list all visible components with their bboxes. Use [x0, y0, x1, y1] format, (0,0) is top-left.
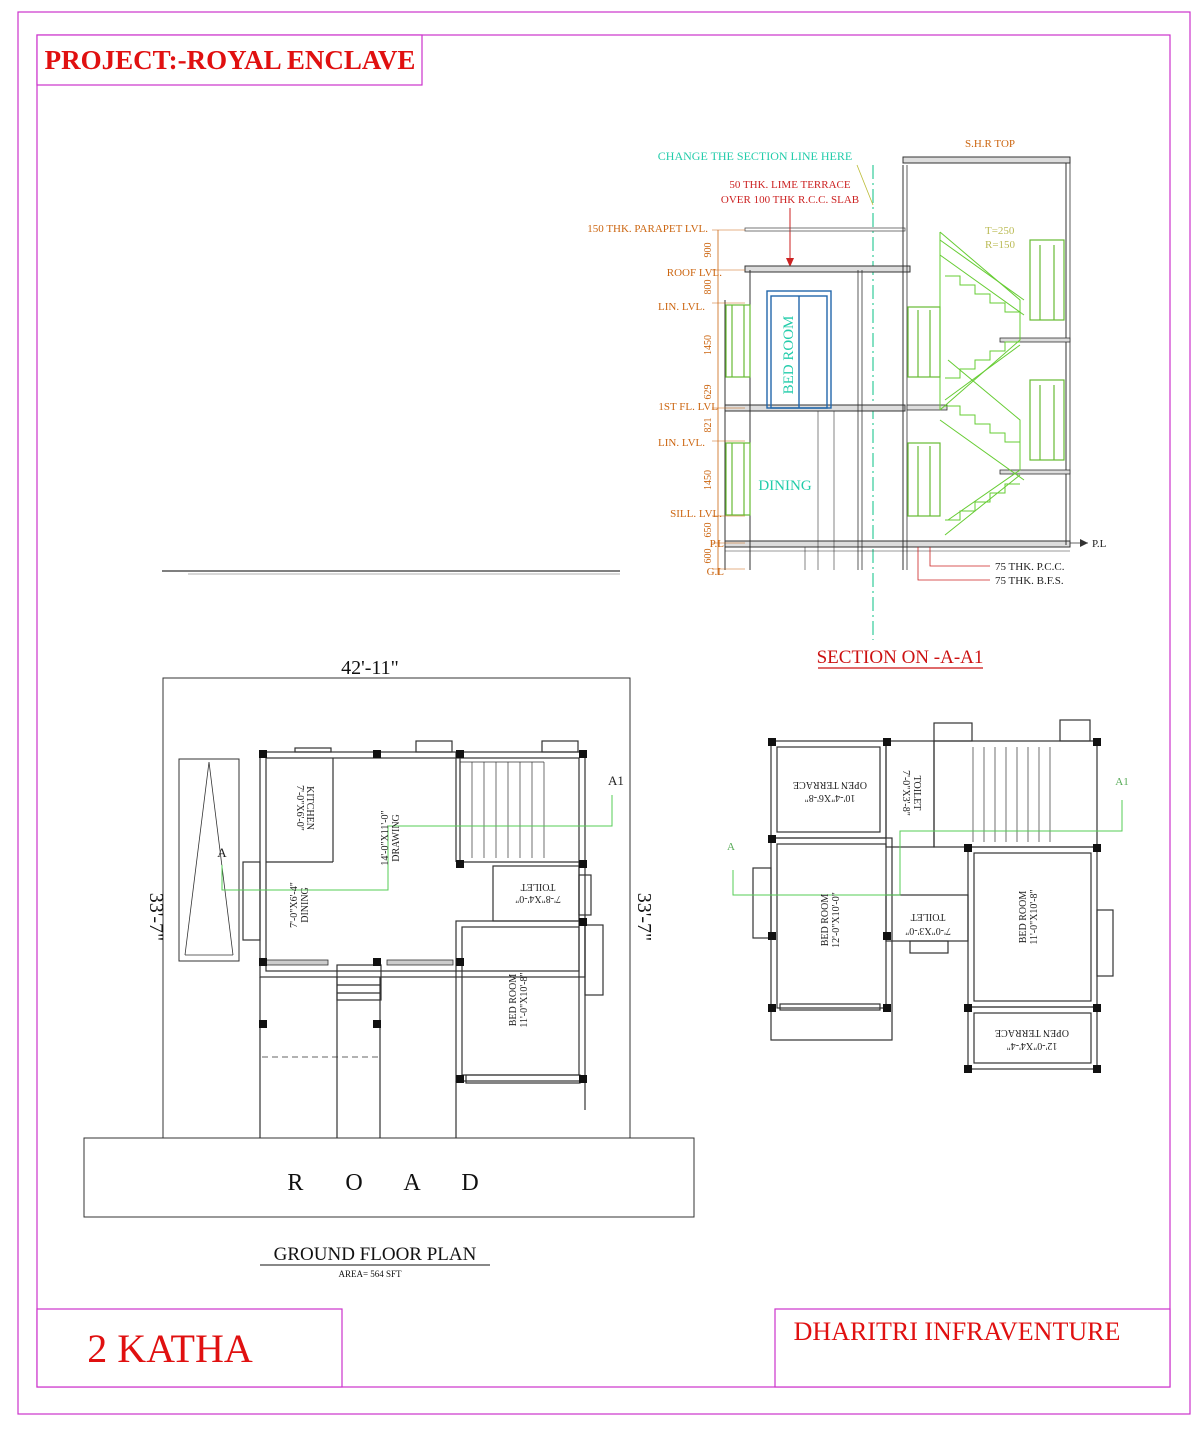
terrace-note-line2: OVER 100 THK R.C.C. SLAB	[721, 194, 859, 206]
level-parapet: 150 THK. PARAPET LVL.	[587, 223, 708, 235]
gf-section-a1: A1	[608, 773, 624, 788]
riser-label: R=150	[985, 239, 1016, 251]
gf-dining-name: DINING	[300, 887, 311, 923]
level-lintel-upper: LIN. LVL.	[658, 301, 705, 313]
terrace-note-line1: 50 THK. LIME TERRACE	[729, 179, 850, 191]
gf-dining-size: 7'-0"X6'-4"	[289, 882, 300, 928]
gf-bedroom-size: 11'-0"X10'-8"	[519, 972, 530, 1027]
level-sill: SILL. LVL.	[670, 508, 722, 520]
plot-width-dim: 42'-11"	[341, 657, 399, 679]
ff-terrace1-name: OPEN TERRACE	[793, 779, 867, 790]
level-roof: ROOF LVL.	[667, 267, 722, 279]
ff-terrace2-name: OPEN TERRACE	[995, 1027, 1069, 1038]
dim-roof-lintel: 800	[703, 280, 714, 295]
ground-plan-area: AREA= 564 SFT	[338, 1269, 402, 1279]
ground-plan-title: GROUND FLOOR PLAN	[274, 1244, 477, 1265]
dim-lower-lintel: 821	[703, 418, 714, 433]
first-floor-plan: A A1 OPEN TERRACE 10'-4"X6'-8" 7'-0"X3'-…	[727, 719, 1129, 1073]
inner-frame	[36, 34, 1171, 1388]
ff-bedroom2-name: BED ROOM	[1018, 891, 1029, 944]
ff-toilet2-name: TOILET	[911, 911, 946, 922]
gf-kitchen-size: 7'-0"X6'-0"	[294, 785, 305, 831]
section-room-dining: DINING	[758, 478, 811, 494]
road	[83, 1137, 695, 1218]
ff-terrace2-size: 12'-0"X4'-4"	[1007, 1040, 1058, 1051]
dim-sill-plinth: 650	[703, 523, 714, 538]
company-box	[774, 1308, 1171, 1388]
project-title-box	[36, 34, 423, 86]
dim-parapet: 900	[703, 243, 714, 258]
plot-boundary	[162, 677, 631, 1139]
plot-size-box	[36, 1308, 343, 1388]
ff-bedroom1-size: 12'-0"X10'-0"	[831, 892, 842, 948]
ff-toilet1-size: 7'-0"X3'-8"	[900, 770, 911, 816]
ff-bedroom2-size: 11'-0"X10'-8"	[1029, 889, 1040, 944]
company-name: DHARITRI INFRAVENTURE	[794, 1317, 1121, 1346]
dim-upper-window: 1450	[703, 335, 714, 355]
gf-section-a: A	[217, 845, 227, 860]
ff-toilet1-name: TOILET	[911, 776, 922, 811]
gf-drawing-name: DRAWING	[391, 814, 402, 862]
outer-frame	[17, 11, 1191, 1415]
gf-drawing-size: 14'-0"X11'-0"	[380, 810, 391, 865]
gf-kitchen-name: KITCHEN	[304, 786, 315, 830]
section-room-bedroom: BED ROOM	[781, 316, 797, 395]
project-title: PROJECT:-ROYAL ENCLAVE	[45, 45, 416, 75]
ground-slab	[724, 540, 1071, 548]
gf-toilet-size: 7'-8"X4'-0"	[515, 893, 561, 904]
pl-right-label: P.L	[1092, 538, 1107, 550]
dim-upper-sill: 629	[703, 385, 714, 400]
ff-section-a: A	[727, 841, 735, 853]
section-drawing: CHANGE THE SECTION LINE HERE 50 THK. LIM…	[587, 138, 1107, 669]
shr-top-label: S.H.R TOP	[965, 138, 1015, 150]
ff-section-a1: A1	[1115, 776, 1128, 788]
bfs-label: 75 THK. B.F.S.	[995, 575, 1064, 587]
ff-toilet2-size: 7'-0"X3'-0"	[905, 925, 951, 936]
ground-floor-plan: A A1 7'-0"X6'-0" KITCHEN 14'-0"X11'-0" D…	[83, 657, 695, 1279]
section-change-note: CHANGE THE SECTION LINE HERE	[658, 149, 852, 163]
dim-lower-window: 1450	[703, 470, 714, 490]
section-title: SECTION ON -A-A1	[817, 647, 984, 668]
level-ground: G.L	[707, 566, 725, 578]
dim-plinth-ground: 600	[703, 549, 714, 564]
level-lintel-lower: LIN. LVL.	[658, 437, 705, 449]
pcc-label: 75 THK. P.C.C.	[995, 561, 1065, 573]
roof-slab	[744, 265, 911, 273]
ff-bedroom1-name: BED ROOM	[820, 894, 831, 947]
level-plinth: P.L	[710, 538, 725, 550]
section-line-a-a1	[221, 795, 613, 891]
plot-depth-left: 33'-7"	[145, 893, 167, 941]
gf-toilet-name: TOILET	[521, 881, 556, 892]
tread-label: T=250	[985, 225, 1015, 237]
ff-terrace1-size: 10'-4"X6'-8"	[805, 792, 856, 803]
plot-size-label: 2 KATHA	[87, 1326, 253, 1371]
level-first-floor: 1ST FL. LVL	[658, 401, 718, 413]
gf-bedroom-name: BED ROOM	[508, 974, 519, 1027]
road-label: R O A D	[287, 1170, 478, 1196]
plot-depth-right: 33'-7"	[633, 893, 655, 941]
